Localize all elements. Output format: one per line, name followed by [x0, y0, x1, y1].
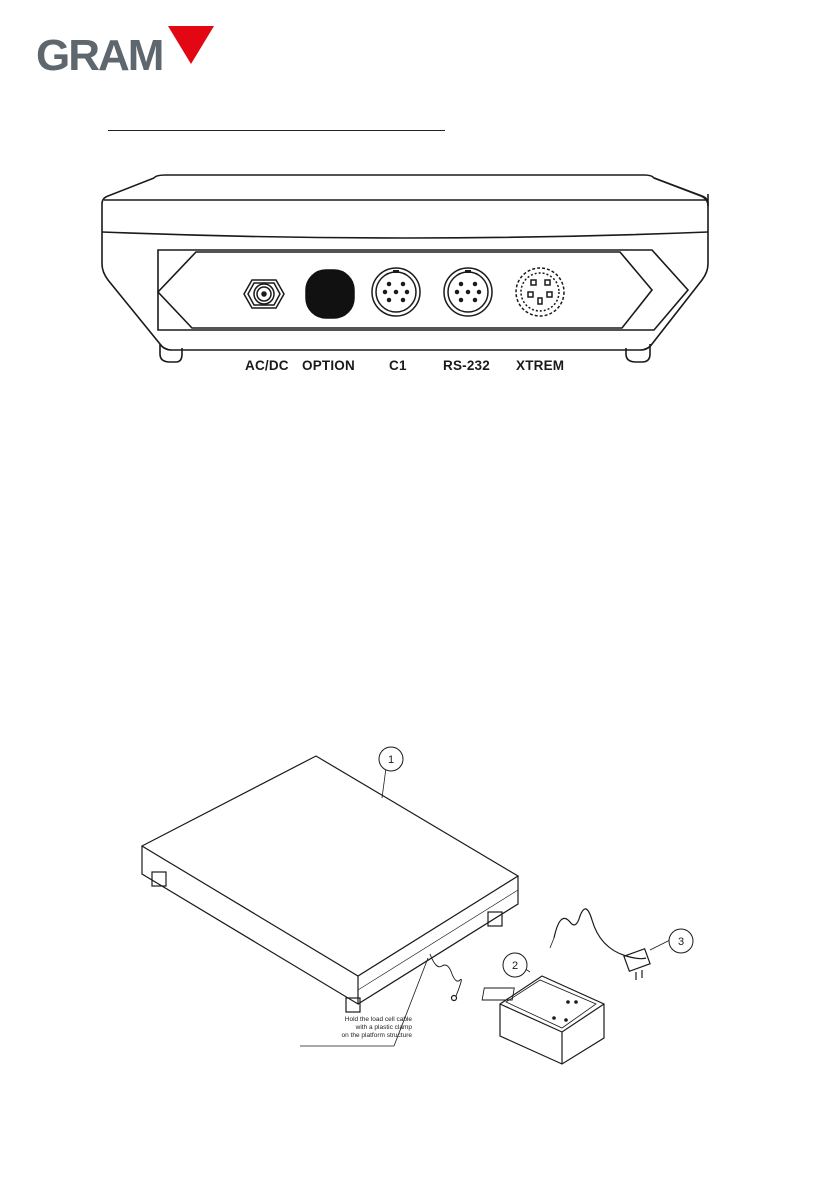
weighing-platform [142, 756, 518, 1012]
port-label-option: OPTION [302, 358, 355, 373]
callout-1: 1 [376, 744, 406, 774]
port-label-rs232: RS-232 [443, 358, 490, 373]
connectors [236, 262, 581, 332]
rs232-din-connector-icon [444, 268, 492, 316]
option-plug-icon [306, 270, 354, 318]
logo-triangle-icon [36, 24, 216, 80]
note-line: Hold the load cell cable [292, 1016, 412, 1024]
power-jack-icon [244, 280, 284, 308]
cable-clamp-note: Hold the load cell cable with a plastic … [292, 1016, 412, 1040]
c1-din-connector-icon [372, 268, 420, 316]
callout-3-number: 3 [678, 936, 684, 948]
note-line: with a plastic clamp [292, 1024, 412, 1032]
xtrem-connector-icon [516, 268, 564, 316]
callout-3: 3 [666, 926, 696, 956]
callout-2: 2 [500, 950, 530, 980]
port-label-c1: C1 [389, 358, 407, 373]
callout-1-number: 1 [388, 754, 394, 766]
section-title-underline [108, 130, 445, 131]
indicator-box [482, 976, 604, 1064]
power-adapter [550, 909, 650, 980]
callout-2-number: 2 [512, 960, 518, 972]
assembly-drawing [130, 740, 710, 1070]
note-line: on the platform structure [292, 1032, 412, 1040]
port-label-acdc: AC/DC [245, 358, 289, 373]
gram-logo: GRAM [36, 24, 216, 80]
port-label-xtrem: XTREM [516, 358, 564, 373]
